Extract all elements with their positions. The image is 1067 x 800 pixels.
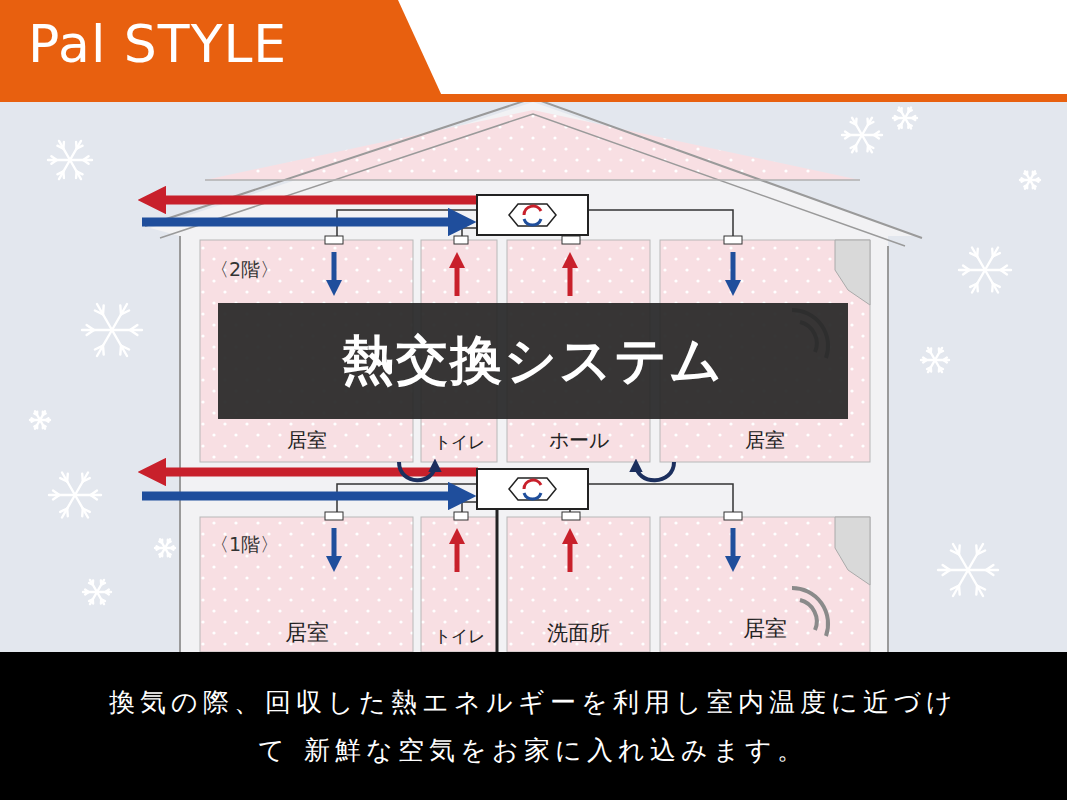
attic [205, 110, 860, 180]
room-box: 洗面所 [507, 517, 650, 652]
header-ground [0, 0, 1067, 100]
room-label: トイレ [421, 626, 497, 646]
duct-pipe [496, 508, 499, 652]
heat-exchanger-unit [477, 469, 588, 509]
wall-left [179, 236, 181, 652]
floor-label: 〈2階〉 [210, 257, 279, 283]
room-box: トイレ [421, 517, 497, 652]
caption: 換気の際、回収した熱エネルギーを利用し室内温度に近づけて 新鮮な空気をお家に入れ… [93, 678, 973, 774]
caption-band: 換気の際、回収した熱エネルギーを利用し室内温度に近づけて 新鮮な空気をお家に入れ… [0, 652, 1067, 800]
brand-logo: Pal STYLE [28, 14, 287, 74]
room-label: 居室 [660, 428, 870, 452]
room-label: 居室 [200, 620, 413, 646]
room-label: トイレ [421, 432, 497, 452]
room-box: ホール [507, 240, 650, 462]
title: 熱交換システム [342, 326, 724, 396]
room-label: 洗面所 [507, 621, 650, 646]
header-rule [0, 94, 1067, 102]
airflow-connector [636, 462, 674, 480]
room-box: 居室 [660, 517, 870, 652]
rooms [200, 240, 870, 652]
room-label: 居室 [660, 616, 870, 642]
vents [325, 236, 742, 520]
header-tab [0, 0, 442, 96]
floor-label: 〈1階〉 [210, 532, 279, 558]
wall-right [887, 246, 889, 652]
room-box: 居室 [660, 240, 870, 462]
house-body [150, 102, 918, 652]
airflow-connector [399, 462, 435, 480]
room-label: ホール [507, 428, 650, 452]
heat-exchanger-unit [477, 195, 588, 235]
air-conditioner [835, 517, 870, 585]
room-box: 居室 [200, 517, 413, 652]
sky-ground [0, 100, 1067, 652]
air-conditioner [835, 240, 870, 305]
room-box: トイレ [421, 240, 497, 462]
roof-outer [145, 98, 922, 238]
ceiling-line [205, 179, 860, 181]
room-label: 居室 [200, 428, 413, 452]
title-band: 熱交換システム [218, 303, 848, 419]
room-box: 居室 [200, 240, 413, 462]
